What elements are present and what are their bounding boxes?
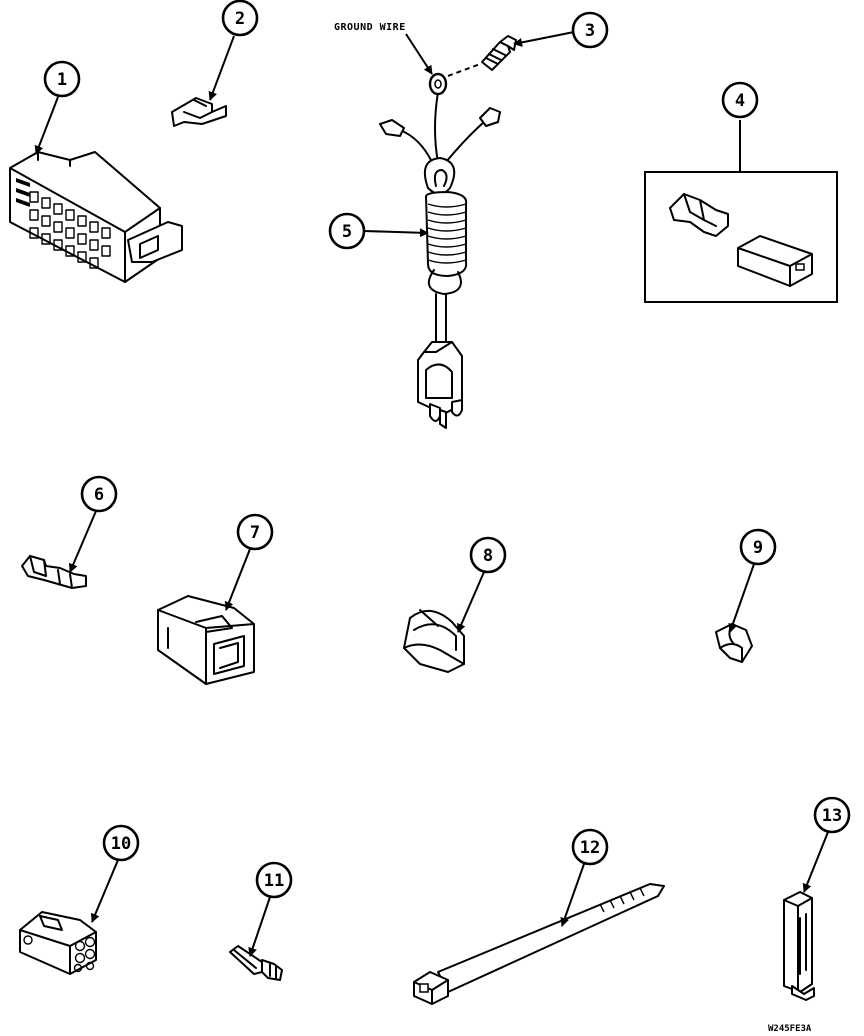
callout-number: 9 <box>753 538 763 558</box>
callout-5: 5 <box>328 212 366 250</box>
callout-number: 1 <box>57 70 67 90</box>
part-12-cable-tie <box>413 883 665 1005</box>
callout-number: 10 <box>111 834 131 854</box>
callout-number: 3 <box>585 21 595 41</box>
callout-8: 8 <box>469 536 507 574</box>
part-5-power-cord <box>379 72 501 429</box>
callout-number: 6 <box>94 485 104 505</box>
callout-9: 9 <box>739 528 777 566</box>
callout-number: 8 <box>483 546 493 566</box>
part-8-wire-clip <box>403 609 465 673</box>
part-3-screw <box>447 35 517 77</box>
callout-number: 11 <box>264 871 284 891</box>
callout-1: 1 <box>43 60 81 98</box>
callout-number: 5 <box>342 222 352 242</box>
callout-10: 10 <box>102 824 140 862</box>
part-9-small-clip <box>715 623 753 663</box>
part-13-vertical-clip <box>783 891 815 1001</box>
part-6-crimp-terminal <box>21 555 87 589</box>
callout-number: 4 <box>735 91 745 111</box>
part-4-terminal-kit <box>644 171 838 303</box>
callout-number: 12 <box>580 838 600 858</box>
callout-3: 3 <box>571 11 609 49</box>
callout-13: 13 <box>813 796 851 834</box>
callout-7: 7 <box>236 513 274 551</box>
part-1-connector-block <box>9 151 183 283</box>
part-7-connector-housing <box>157 595 255 685</box>
callout-6: 6 <box>80 475 118 513</box>
callout-12: 12 <box>571 828 609 866</box>
part-10-six-pin-housing <box>19 911 97 975</box>
leader-lines <box>34 31 829 957</box>
drawing-code: W245FE3A <box>768 1024 812 1034</box>
callout-number: 7 <box>250 523 260 543</box>
callout-2: 2 <box>221 0 259 37</box>
callout-number: 13 <box>822 806 842 826</box>
callout-4: 4 <box>721 81 759 119</box>
part-11-pin-terminal <box>229 945 283 981</box>
callout-11: 11 <box>255 861 293 899</box>
ground-wire-label: GROUND WIRE <box>334 22 406 33</box>
part-2-terminal <box>171 97 227 127</box>
callout-number: 2 <box>235 9 245 29</box>
